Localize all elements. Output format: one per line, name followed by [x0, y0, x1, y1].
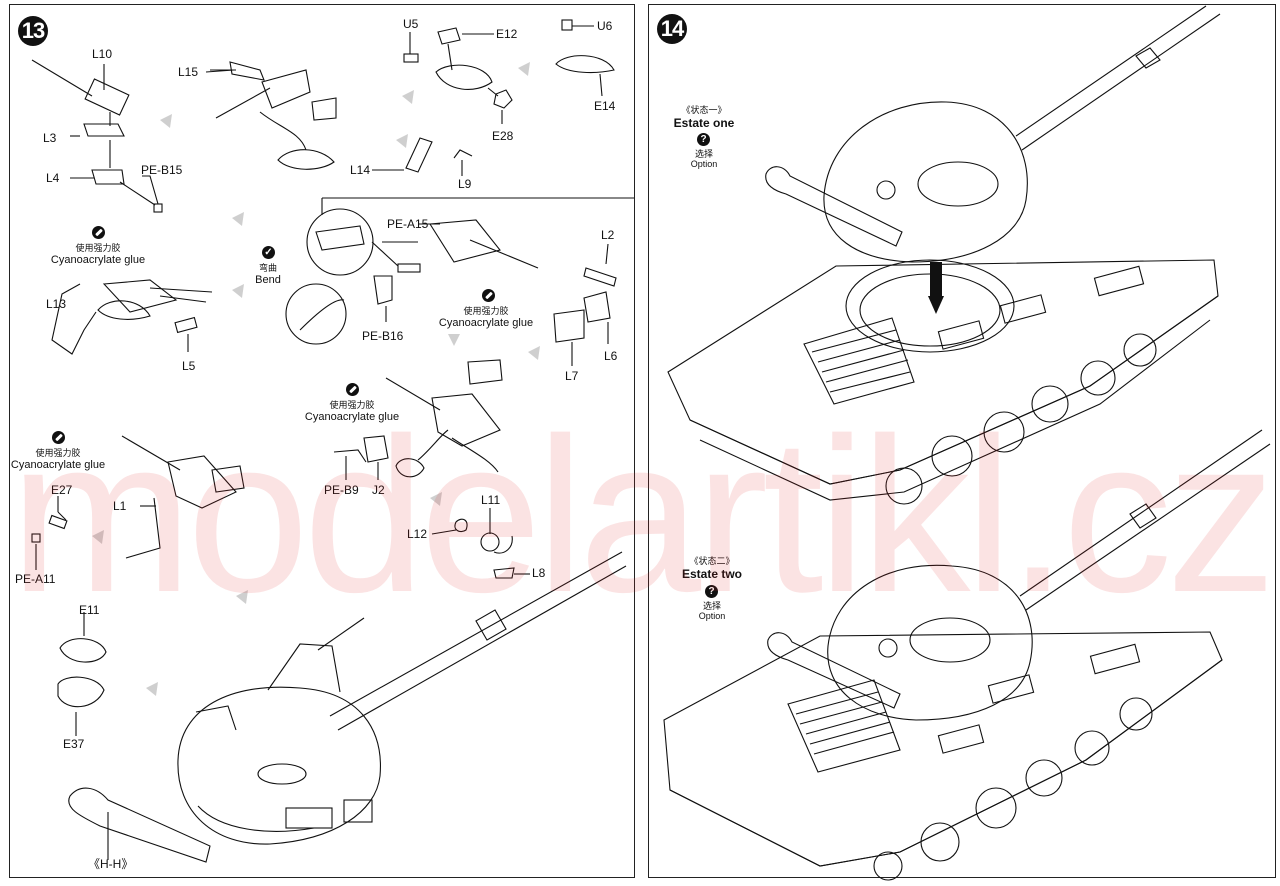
part-label-L12: L12 — [407, 527, 428, 541]
part-label-L2: L2 — [601, 228, 615, 242]
option-note-cn: 选择 — [702, 601, 722, 611]
part-label-PE-A11: PE-A11 — [15, 572, 56, 586]
step-13-badge: 13 — [18, 16, 48, 46]
part-label-L4: L4 — [46, 171, 60, 185]
step-13-panel — [9, 4, 635, 878]
part-label-L1: L1 — [113, 499, 127, 513]
step-14-panel — [648, 4, 1276, 878]
glue-note-cn: 使用强力胶 — [75, 243, 121, 253]
part-label-PE-B16: PE-B16 — [362, 329, 404, 343]
part-label-L8: L8 — [532, 566, 546, 580]
glue-icon — [92, 226, 105, 239]
option-icon: ? — [705, 585, 718, 598]
part-label-L3: L3 — [43, 131, 57, 145]
part-label-J2: J2 — [372, 483, 385, 497]
estate-one-en: Estate one — [673, 116, 735, 130]
glue-note-cn: 使用强力胶 — [329, 400, 375, 410]
estate-two-cn: 《状态二》 — [689, 556, 735, 566]
part-label-U5: U5 — [403, 17, 419, 31]
estate-one-cn: 《状态一》 — [681, 105, 727, 115]
part-label-E37: E37 — [63, 737, 85, 751]
part-label-L6: L6 — [604, 349, 618, 363]
option-note-en: Option — [698, 611, 726, 621]
glue-note-en: Cyanoacrylate glue — [10, 459, 106, 471]
bend-icon: ✓ — [262, 246, 275, 259]
part-label-PE-A15: PE-A15 — [387, 217, 429, 231]
part-label-L13: L13 — [46, 297, 67, 311]
estate-two-en: Estate two — [681, 567, 743, 581]
glue-note-en: Cyanoacrylate glue — [304, 411, 400, 423]
bend-note-cn: 弯曲 — [258, 263, 278, 273]
glue-icon — [346, 383, 359, 396]
glue-note-cn: 使用强力胶 — [463, 306, 509, 316]
glue-note-cn: 使用强力胶 — [35, 448, 81, 458]
part-label-E28: E28 — [492, 129, 514, 143]
step-14-badge: 14 — [657, 14, 687, 44]
glue-note-en: Cyanoacrylate glue — [438, 317, 534, 329]
part-label-L10: L10 — [92, 47, 113, 61]
glue-icon — [482, 289, 495, 302]
part-label-E27: E27 — [51, 483, 73, 497]
part-label-PE-B9: PE-B9 — [324, 483, 359, 497]
option-note-cn: 选择 — [694, 149, 714, 159]
part-label-L7: L7 — [565, 369, 579, 383]
bend-note-en: Bend — [255, 274, 281, 286]
glue-icon — [52, 431, 65, 444]
part-label-E14: E14 — [594, 99, 616, 113]
part-label-L15: L15 — [178, 65, 199, 79]
part-label-U6: U6 — [597, 19, 613, 33]
part-label-E11: E11 — [79, 603, 100, 617]
part-label-L14: L14 — [350, 163, 371, 177]
option-icon: ? — [697, 133, 710, 146]
glue-note-en: Cyanoacrylate glue — [50, 254, 146, 266]
part-label-E12: E12 — [496, 27, 518, 41]
part-label-L5: L5 — [182, 359, 196, 373]
part-label-L11: L11 — [481, 493, 501, 507]
part-label-L9: L9 — [458, 177, 472, 191]
section-label-H-H: 《H-H》 — [88, 857, 134, 871]
option-note-en: Option — [690, 159, 718, 169]
part-label-PE-B15: PE-B15 — [141, 163, 183, 177]
